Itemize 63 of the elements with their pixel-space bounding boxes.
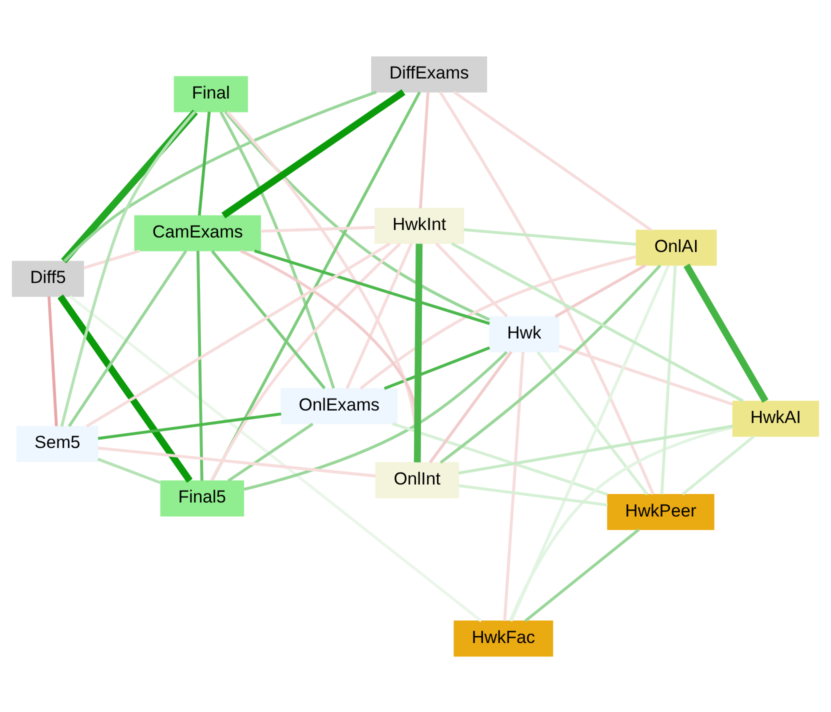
node-box: Diff5 — [12, 260, 84, 296]
connector — [684, 263, 768, 402]
connector — [198, 111, 211, 216]
connector — [440, 264, 662, 464]
connector — [438, 90, 655, 494]
connector — [227, 422, 314, 482]
node-box: Final5 — [160, 480, 244, 516]
connector — [428, 350, 512, 463]
connector — [418, 92, 430, 208]
connector — [414, 243, 423, 462]
connector — [196, 250, 204, 480]
connector — [68, 250, 188, 427]
connector — [210, 91, 421, 481]
connector — [458, 424, 733, 474]
connector — [524, 528, 640, 622]
connector — [435, 242, 508, 317]
node-box: Sem5 — [16, 425, 98, 462]
connector — [682, 434, 755, 495]
connector — [554, 264, 646, 318]
connector — [346, 242, 413, 389]
connector — [219, 110, 335, 388]
connector — [451, 242, 744, 402]
connector — [98, 446, 376, 477]
connector — [210, 242, 401, 481]
connector — [58, 294, 193, 482]
connector — [224, 110, 490, 320]
node-box: HwkPeer — [607, 493, 714, 530]
connector — [83, 248, 140, 269]
connector — [660, 264, 677, 494]
node-box: OnlExams — [280, 388, 398, 424]
node-box: OnlInt — [375, 462, 460, 498]
connector — [508, 425, 734, 622]
connector — [536, 350, 648, 495]
connector — [260, 225, 375, 232]
node-box: HwkFac — [454, 620, 554, 656]
connector — [97, 457, 162, 484]
connector — [458, 484, 608, 506]
connector — [510, 264, 670, 622]
connector — [384, 346, 490, 390]
connector — [392, 422, 608, 496]
connector — [86, 242, 391, 428]
connector — [64, 90, 377, 262]
connector — [98, 412, 282, 440]
connector — [453, 90, 652, 231]
connector — [254, 248, 490, 324]
node-box: Final — [174, 76, 248, 112]
connector — [464, 228, 636, 246]
connector — [69, 294, 482, 622]
connector — [48, 296, 58, 426]
connector — [503, 351, 524, 620]
connector — [60, 110, 196, 426]
connector — [221, 88, 406, 218]
node-box: Hwk — [489, 316, 560, 352]
connector — [360, 254, 637, 390]
connector — [244, 350, 508, 490]
node-box: HwkInt — [374, 207, 464, 244]
node-box: CamExams — [134, 214, 261, 251]
node-box: OnlAI — [636, 229, 717, 266]
connector — [558, 344, 733, 406]
node-box: DiffExams — [371, 56, 488, 92]
connector — [61, 109, 198, 263]
connector — [211, 250, 326, 389]
node-box: HwkAI — [732, 400, 820, 436]
